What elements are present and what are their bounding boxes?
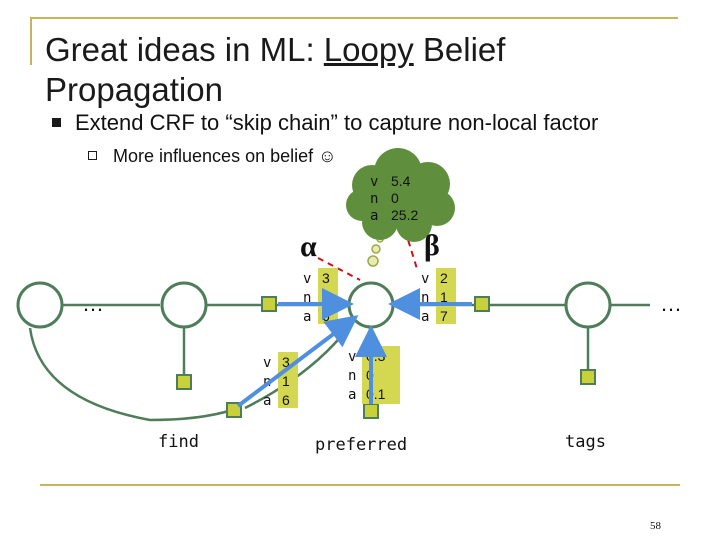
bullet-level-2: More influences on belief ☺	[88, 146, 337, 167]
message-value: 0.1	[366, 386, 386, 402]
message-label: v	[348, 349, 356, 365]
thought-dots	[367, 235, 384, 267]
message-value: 0.3	[366, 348, 386, 364]
message-label: n	[303, 290, 311, 306]
variable-node-find	[160, 281, 208, 329]
chain-edges	[28, 303, 650, 422]
message-label: a	[348, 387, 356, 403]
factor-square	[176, 374, 192, 390]
cloud-label: n	[370, 191, 378, 207]
message-label: v	[263, 355, 271, 371]
message-box-skip: v n a 3 1 6	[263, 352, 298, 409]
factor-nodes	[176, 296, 596, 419]
title-suffix: Belief Propagation	[45, 31, 506, 108]
message-box-alpha: v n a 3 1 6	[303, 268, 338, 325]
page-title: Great ideas in ML: Loopy Belief Propagat…	[45, 30, 685, 110]
factor-square	[474, 296, 490, 312]
message-value: 1	[440, 289, 448, 305]
variable-node-tags	[564, 281, 612, 329]
variable-node-left	[16, 281, 64, 329]
variable-node-preferred	[347, 281, 395, 329]
message-value: 6	[322, 308, 330, 324]
message-label: n	[421, 290, 429, 306]
bullet-1-text: Extend CRF to “skip chain” to capture no…	[75, 110, 599, 135]
dash-beta	[404, 229, 419, 273]
message-value: 3	[322, 270, 330, 286]
message-value: 3	[282, 354, 290, 370]
factor-square	[580, 369, 596, 385]
word-preferred: preferred	[315, 435, 407, 455]
message-label: n	[348, 368, 356, 384]
cloud-label: v	[370, 174, 378, 190]
edge-skip-chain-left	[28, 327, 233, 422]
title-underlined-word: Loopy	[323, 31, 414, 68]
message-value: 1	[282, 373, 290, 389]
word-tags: tags	[565, 432, 606, 452]
message-label: v	[303, 271, 311, 287]
arrow-from-skip	[236, 315, 359, 408]
message-value: 2	[440, 270, 448, 286]
message-label: a	[263, 393, 271, 409]
factor-square	[261, 296, 277, 312]
message-value: 6	[282, 392, 290, 408]
word-find: find	[158, 432, 199, 452]
message-label: a	[303, 309, 311, 325]
factor-square	[226, 402, 242, 418]
cloud-value: 5.4	[391, 173, 411, 189]
bullet-level-1: Extend CRF to “skip chain” to capture no…	[52, 110, 598, 136]
beta-symbol: β	[424, 229, 440, 262]
factor-square	[363, 403, 379, 419]
message-value: 7	[440, 308, 448, 324]
ellipsis-left: …	[82, 291, 104, 316]
bottom-rule	[40, 484, 680, 486]
message-label: v	[421, 271, 429, 287]
message-box-beta: v n a 2 1 7	[421, 268, 456, 325]
slide-number: 58	[650, 520, 661, 532]
bullet-2-text: More influences on belief	[113, 146, 319, 166]
square-bullet-icon	[52, 117, 61, 127]
message-arrows	[236, 288, 472, 408]
influence-dashes	[317, 229, 419, 281]
cloud-value: 0	[391, 190, 399, 206]
message-label: a	[421, 309, 429, 325]
alpha-symbol: α	[300, 230, 317, 263]
hollow-square-bullet-icon	[88, 150, 97, 160]
message-box-unary: v n a 0.3 0 0.1	[348, 346, 400, 404]
title-prefix: Great ideas in ML:	[45, 31, 324, 68]
cloud-label: a	[370, 208, 378, 224]
smiley-icon: ☺	[318, 146, 337, 166]
dash-alpha	[317, 257, 361, 281]
belief-cloud: v n a 5.4 0 25.2	[346, 148, 455, 242]
ellipsis-right: …	[660, 291, 682, 316]
left-rule	[30, 17, 32, 65]
cloud-value: 25.2	[391, 207, 418, 223]
top-rule	[30, 17, 678, 19]
variable-nodes	[16, 281, 612, 329]
